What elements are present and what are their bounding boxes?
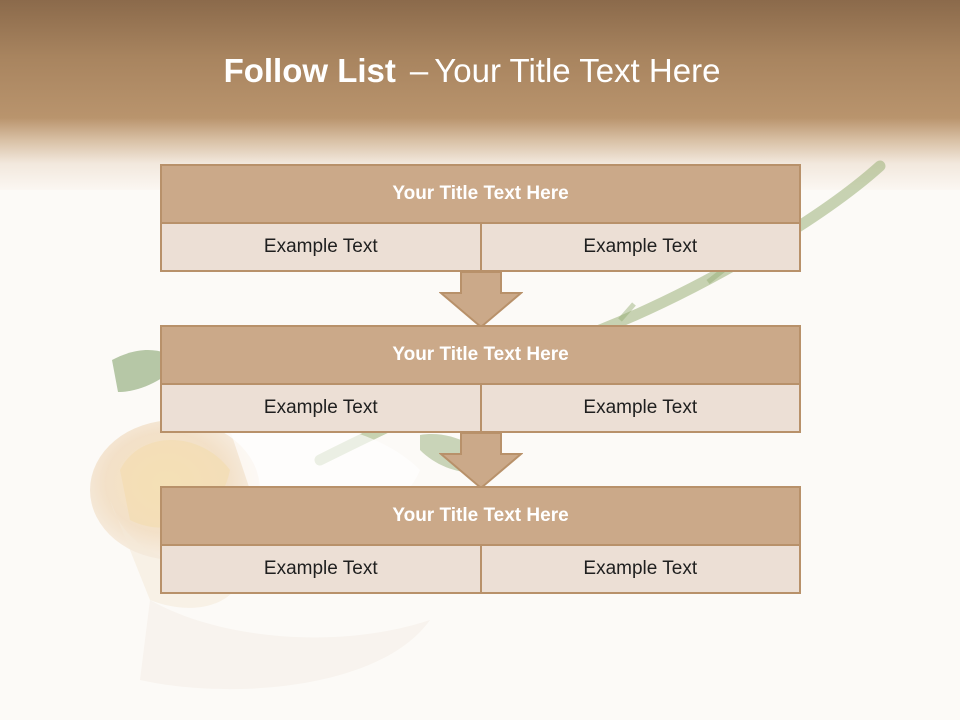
step-cell-right: Example Text: [479, 385, 799, 431]
step-row: Example Text Example Text: [162, 224, 799, 270]
down-arrow-icon: [439, 432, 523, 490]
step-box-2: Your Title Text Here Example Text Exampl…: [160, 325, 801, 433]
step-cell-left: Example Text: [162, 224, 480, 270]
down-arrow-icon: [439, 271, 523, 329]
step-row: Example Text Example Text: [162, 546, 799, 592]
step-title: Your Title Text Here: [162, 166, 799, 224]
slide-title-bold: Follow List: [223, 52, 396, 89]
step-title: Your Title Text Here: [162, 327, 799, 385]
slide-title-dash: –: [409, 52, 429, 89]
step-box-1: Your Title Text Here Example Text Exampl…: [160, 164, 801, 272]
header-band: [0, 0, 960, 190]
step-cell-right: Example Text: [479, 546, 799, 592]
step-cell-left: Example Text: [162, 385, 480, 431]
step-box-3: Your Title Text Here Example Text Exampl…: [160, 486, 801, 594]
step-title: Your Title Text Here: [162, 488, 799, 546]
slide-title-rest: Your Title Text Here: [434, 52, 721, 89]
step-cell-right: Example Text: [479, 224, 799, 270]
step-row: Example Text Example Text: [162, 385, 799, 431]
step-cell-left: Example Text: [162, 546, 480, 592]
slide-title: Follow List–Your Title Text Here: [0, 52, 944, 90]
